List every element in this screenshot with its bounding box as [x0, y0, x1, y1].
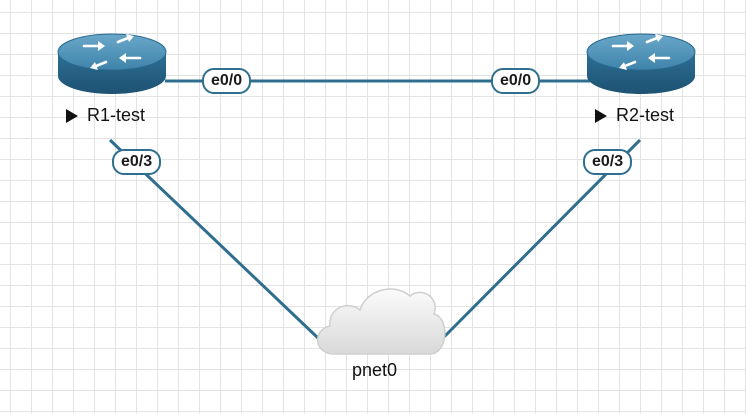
cloud-pnet0-icon[interactable]: [317, 288, 446, 355]
play-icon[interactable]: [66, 108, 78, 123]
node-label-pnet0: pnet0: [352, 360, 398, 380]
port-badge-r1-e0-0: e0/0: [202, 68, 252, 94]
port-badge-r2-e0-0: e0/0: [491, 68, 541, 94]
port-badge-r2-e0-3: e0/3: [583, 149, 633, 175]
node-label-r2[interactable]: R2-test: [595, 105, 674, 126]
play-icon[interactable]: [595, 108, 607, 123]
node-name-r1: R1-test: [87, 105, 146, 125]
port-badge-r1-e0-3: e0/3: [112, 149, 162, 175]
node-label-r1[interactable]: R1-test: [66, 105, 145, 126]
node-name-r2: R2-test: [616, 105, 675, 125]
router-r1-icon[interactable]: [57, 33, 167, 94]
router-r2-icon[interactable]: [586, 33, 696, 94]
